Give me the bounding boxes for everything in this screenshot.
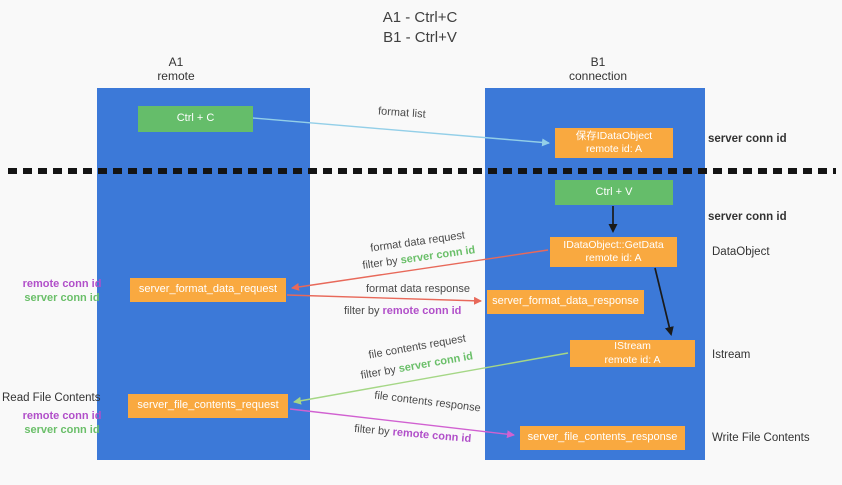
format-data-response-arrow — [286, 294, 482, 305]
istream-node: IStream remote id: A — [570, 340, 695, 367]
machine-boundary-dotted-line — [8, 168, 836, 174]
save-dataobject-line2: remote id: A — [585, 143, 643, 155]
title-line-1: A1 - Ctrl+C — [382, 9, 458, 26]
filter-by-remote-conn-id-label-1: filter by remote conn id — [344, 305, 461, 317]
getdata-node: IDataObject::GetData remote id: A — [550, 237, 677, 267]
istream-line1: IStream — [614, 340, 651, 353]
lane-b-subtitle: connection — [568, 69, 628, 84]
ctrl-v-node: Ctrl + V — [555, 180, 673, 205]
filter-by-text: filter by — [344, 305, 380, 317]
format-data-response-label: format data response — [366, 283, 470, 295]
save-dataobject-node: 保存IDataObject remote id: A — [555, 128, 673, 158]
file-contents-response-label: file contents response — [373, 389, 482, 415]
right-server-conn-id-1: server conn id — [708, 133, 787, 145]
server-file-contents-request-label: server_file_contents_request — [137, 399, 279, 412]
diagram-title: A1 - Ctrl+C B1 - Ctrl+V — [320, 8, 520, 47]
remote-conn-id-text: remote conn id — [392, 426, 472, 446]
left-server-conn-id-1: server conn id — [24, 291, 100, 304]
write-file-contents-label: Write File Contents — [712, 432, 810, 444]
server-format-data-request-label: server_format_data_request — [138, 283, 278, 296]
istream-line2: remote id: A — [604, 353, 661, 366]
lane-b-header: B1 connection — [548, 55, 648, 84]
title-line-2: B1 - Ctrl+V — [383, 28, 457, 46]
format-list-label: format list — [377, 105, 427, 121]
remote-conn-id-text: remote conn id — [382, 305, 462, 317]
filter-by-text: filter by — [359, 363, 397, 382]
ctrl-c-label: Ctrl + C — [176, 112, 215, 125]
lane-a-name: A1 — [168, 55, 184, 69]
left-server-conn-id-2: server conn id — [24, 423, 100, 436]
ctrl-v-label: Ctrl + V — [595, 185, 633, 198]
filter-by-text: filter by — [361, 255, 399, 272]
filter-by-remote-conn-id-label-2: filter by remote conn id — [354, 423, 472, 445]
lane-a-header: A1 remote — [130, 55, 222, 84]
read-file-contents-label: Read File Contents — [2, 392, 101, 404]
server-format-data-request-node: server_format_data_request — [130, 278, 286, 302]
left-conn-id-pair-2: remote conn id server conn id — [10, 410, 114, 438]
server-file-contents-response-label: server_file_contents_response — [527, 431, 678, 444]
left-remote-conn-id-2: remote conn id — [22, 410, 102, 422]
left-remote-conn-id-1: remote conn id — [22, 278, 102, 290]
getdata-line1: IDataObject::GetData — [563, 238, 664, 251]
save-dataobject-line1: 保存IDataObject — [575, 129, 653, 142]
server-file-contents-response-node: server_file_contents_response — [520, 426, 685, 450]
lane-a-subtitle: remote — [157, 69, 195, 84]
server-format-data-response-label: server_format_data_response — [492, 295, 639, 308]
lane-b-name: B1 — [590, 55, 606, 69]
filter-by-text: filter by — [353, 422, 391, 438]
istream-side-label: Istream — [712, 349, 751, 361]
dataobject-side-label: DataObject — [712, 246, 770, 258]
server-format-data-response-node: server_format_data_response — [487, 290, 644, 314]
server-file-contents-request-node: server_file_contents_request — [128, 394, 288, 418]
right-server-conn-id-2: server conn id — [708, 211, 787, 223]
ctrl-c-node: Ctrl + C — [138, 106, 253, 132]
left-conn-id-pair-1: remote conn id server conn id — [10, 278, 114, 306]
getdata-line2: remote id: A — [585, 252, 642, 264]
